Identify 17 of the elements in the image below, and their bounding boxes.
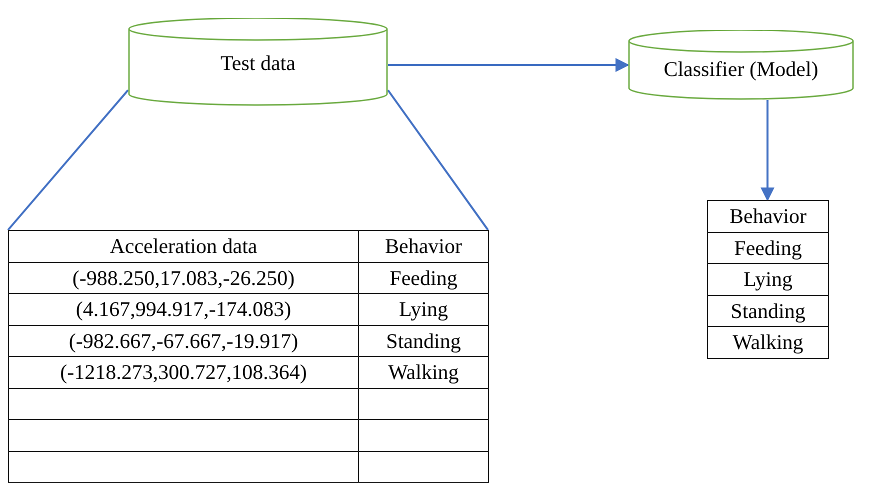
table-cell: Walking <box>707 326 829 358</box>
arrow <box>760 100 774 202</box>
table-cell: Feeding <box>707 232 829 264</box>
database-cylinder <box>128 18 388 106</box>
table-cell: Behavior <box>358 230 489 262</box>
table-cell: Acceleration data <box>8 230 359 262</box>
table-cell: Behavior <box>707 200 829 232</box>
table-cell: Lying <box>707 263 829 296</box>
data-table <box>707 200 828 358</box>
connector-line <box>7 90 129 231</box>
data-table <box>8 230 488 483</box>
node-label: Test data <box>220 51 296 76</box>
table-cell: Standing <box>707 294 829 327</box>
arrow <box>388 58 630 72</box>
connector-line <box>387 90 489 231</box>
node-label: Classifier (Model) <box>662 56 820 82</box>
database-cylinder <box>628 30 854 100</box>
